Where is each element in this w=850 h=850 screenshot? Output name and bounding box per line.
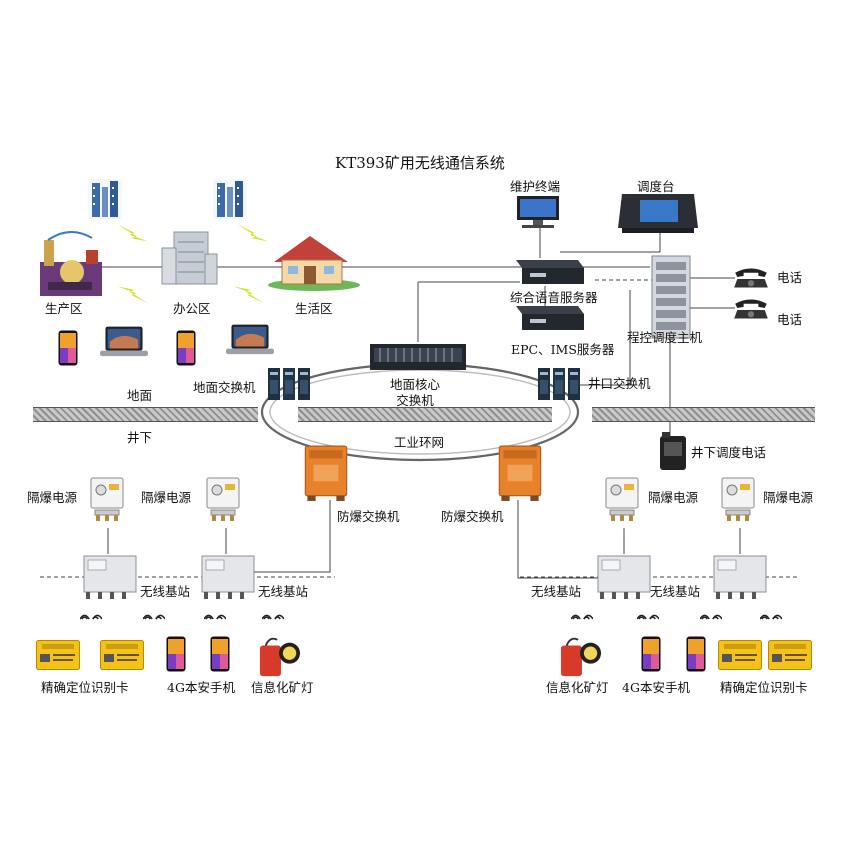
mine-lamp-icon bbox=[559, 637, 603, 678]
zone-office-label: 办公区 bbox=[173, 301, 211, 316]
office-building-icon bbox=[161, 231, 218, 285]
power-supply-icon bbox=[206, 477, 240, 522]
base-station-icon bbox=[597, 555, 651, 600]
ex-switch-icon bbox=[304, 445, 348, 502]
wifi-icon bbox=[143, 614, 165, 620]
id-card-label: 精确定位识别卡 bbox=[720, 680, 808, 695]
ground-surface-bar bbox=[298, 407, 552, 422]
wifi-icon bbox=[760, 614, 782, 620]
handset-label: 4G本安手机 bbox=[622, 680, 690, 695]
laptop-icon bbox=[226, 324, 274, 355]
dispatch-console-label: 调度台 bbox=[637, 179, 675, 194]
telephone-icon bbox=[734, 268, 768, 288]
mine-lamp-label: 信息化矿灯 bbox=[251, 680, 314, 695]
base-station-icon bbox=[201, 555, 255, 600]
handset-icon bbox=[641, 636, 661, 672]
surface-switch-label: 地面交换机 bbox=[193, 380, 256, 395]
handset-icon bbox=[686, 636, 706, 672]
epc-server-label: EPC、IMS服务器 bbox=[511, 342, 615, 357]
underground-label: 井下 bbox=[127, 430, 153, 445]
zone-production-label: 生产区 bbox=[45, 301, 83, 316]
voice-server-label: 综合语音服务器 bbox=[510, 290, 598, 305]
ground-label: 地面 bbox=[127, 388, 153, 403]
underground-phone-label: 井下调度电话 bbox=[691, 445, 767, 460]
maintenance-terminal-label: 维护终端 bbox=[510, 179, 561, 194]
signal-flash-icon bbox=[237, 224, 269, 242]
tower-icon bbox=[213, 179, 247, 219]
telephone-icon bbox=[734, 299, 768, 319]
smartphone-icon bbox=[176, 330, 196, 366]
pbx-host-label: 程控调度主机 bbox=[627, 330, 703, 345]
handset-label: 4G本安手机 bbox=[167, 680, 235, 695]
signal-flash-icon bbox=[233, 286, 265, 304]
id-card-icon bbox=[36, 640, 80, 670]
laptop-icon bbox=[100, 326, 148, 357]
switch-icon bbox=[268, 368, 310, 400]
base-station-icon bbox=[83, 555, 137, 600]
smartphone-icon bbox=[58, 330, 78, 366]
underground-lines bbox=[40, 500, 800, 579]
rack-icon bbox=[651, 255, 691, 339]
wifi-icon bbox=[571, 614, 593, 620]
ex-switch-label: 防爆交换机 bbox=[441, 509, 504, 524]
phone-label: 电话 bbox=[777, 270, 803, 285]
power-supply-icon bbox=[721, 477, 755, 522]
base-station-label: 无线基站 bbox=[650, 584, 701, 599]
tower-icon bbox=[88, 179, 122, 219]
power-supply-icon bbox=[90, 477, 124, 522]
base-station-label: 无线基站 bbox=[531, 584, 582, 599]
server-icon bbox=[516, 260, 584, 330]
base-station-label: 无线基站 bbox=[140, 584, 191, 599]
phone-label: 电话 bbox=[777, 312, 803, 327]
zone-living-label: 生活区 bbox=[295, 301, 333, 316]
power-supply-icon bbox=[605, 477, 639, 522]
wifi-icon bbox=[637, 614, 659, 620]
power-supply-label: 隔爆电源 bbox=[648, 490, 699, 505]
core-switch-icon bbox=[370, 344, 466, 370]
base-station-label: 无线基站 bbox=[258, 584, 309, 599]
monitor-icon bbox=[517, 196, 559, 228]
mine-lamp-label: 信息化矿灯 bbox=[546, 680, 609, 695]
id-card-icon bbox=[100, 640, 144, 670]
id-card-label: 精确定位识别卡 bbox=[41, 680, 129, 695]
console-icon bbox=[618, 194, 698, 233]
power-supply-label: 隔爆电源 bbox=[141, 490, 192, 505]
base-station-icon bbox=[713, 555, 767, 600]
power-supply-label: 隔爆电源 bbox=[763, 490, 814, 505]
underground-phone-icon bbox=[660, 432, 686, 470]
wifi-icon bbox=[262, 614, 284, 620]
ex-switch-label: 防爆交换机 bbox=[337, 509, 400, 524]
signal-flash-icon bbox=[117, 224, 149, 242]
wifi-icon bbox=[700, 614, 722, 620]
switch-icon bbox=[538, 368, 580, 400]
shaft-switch-label: 井口交换机 bbox=[588, 376, 651, 391]
handset-icon bbox=[166, 636, 186, 672]
ground-surface-bar bbox=[592, 407, 815, 422]
signal-flash-icon bbox=[117, 286, 149, 304]
wifi-icon bbox=[80, 614, 102, 620]
id-card-icon bbox=[718, 640, 762, 670]
handset-icon bbox=[210, 636, 230, 672]
diagram-title: KT393矿用无线通信系统 bbox=[335, 154, 505, 172]
ex-switch-icon bbox=[498, 445, 542, 502]
id-card-icon bbox=[768, 640, 812, 670]
wifi-icon bbox=[204, 614, 226, 620]
house-icon bbox=[268, 236, 360, 291]
factory-icon bbox=[40, 231, 102, 296]
mine-lamp-icon bbox=[258, 637, 302, 678]
ring-network-label: 工业环网 bbox=[394, 435, 445, 450]
ground-surface-bar bbox=[33, 407, 258, 422]
core-switch-label: 地面核心 交换机 bbox=[390, 377, 441, 409]
power-supply-label: 隔爆电源 bbox=[27, 490, 78, 505]
